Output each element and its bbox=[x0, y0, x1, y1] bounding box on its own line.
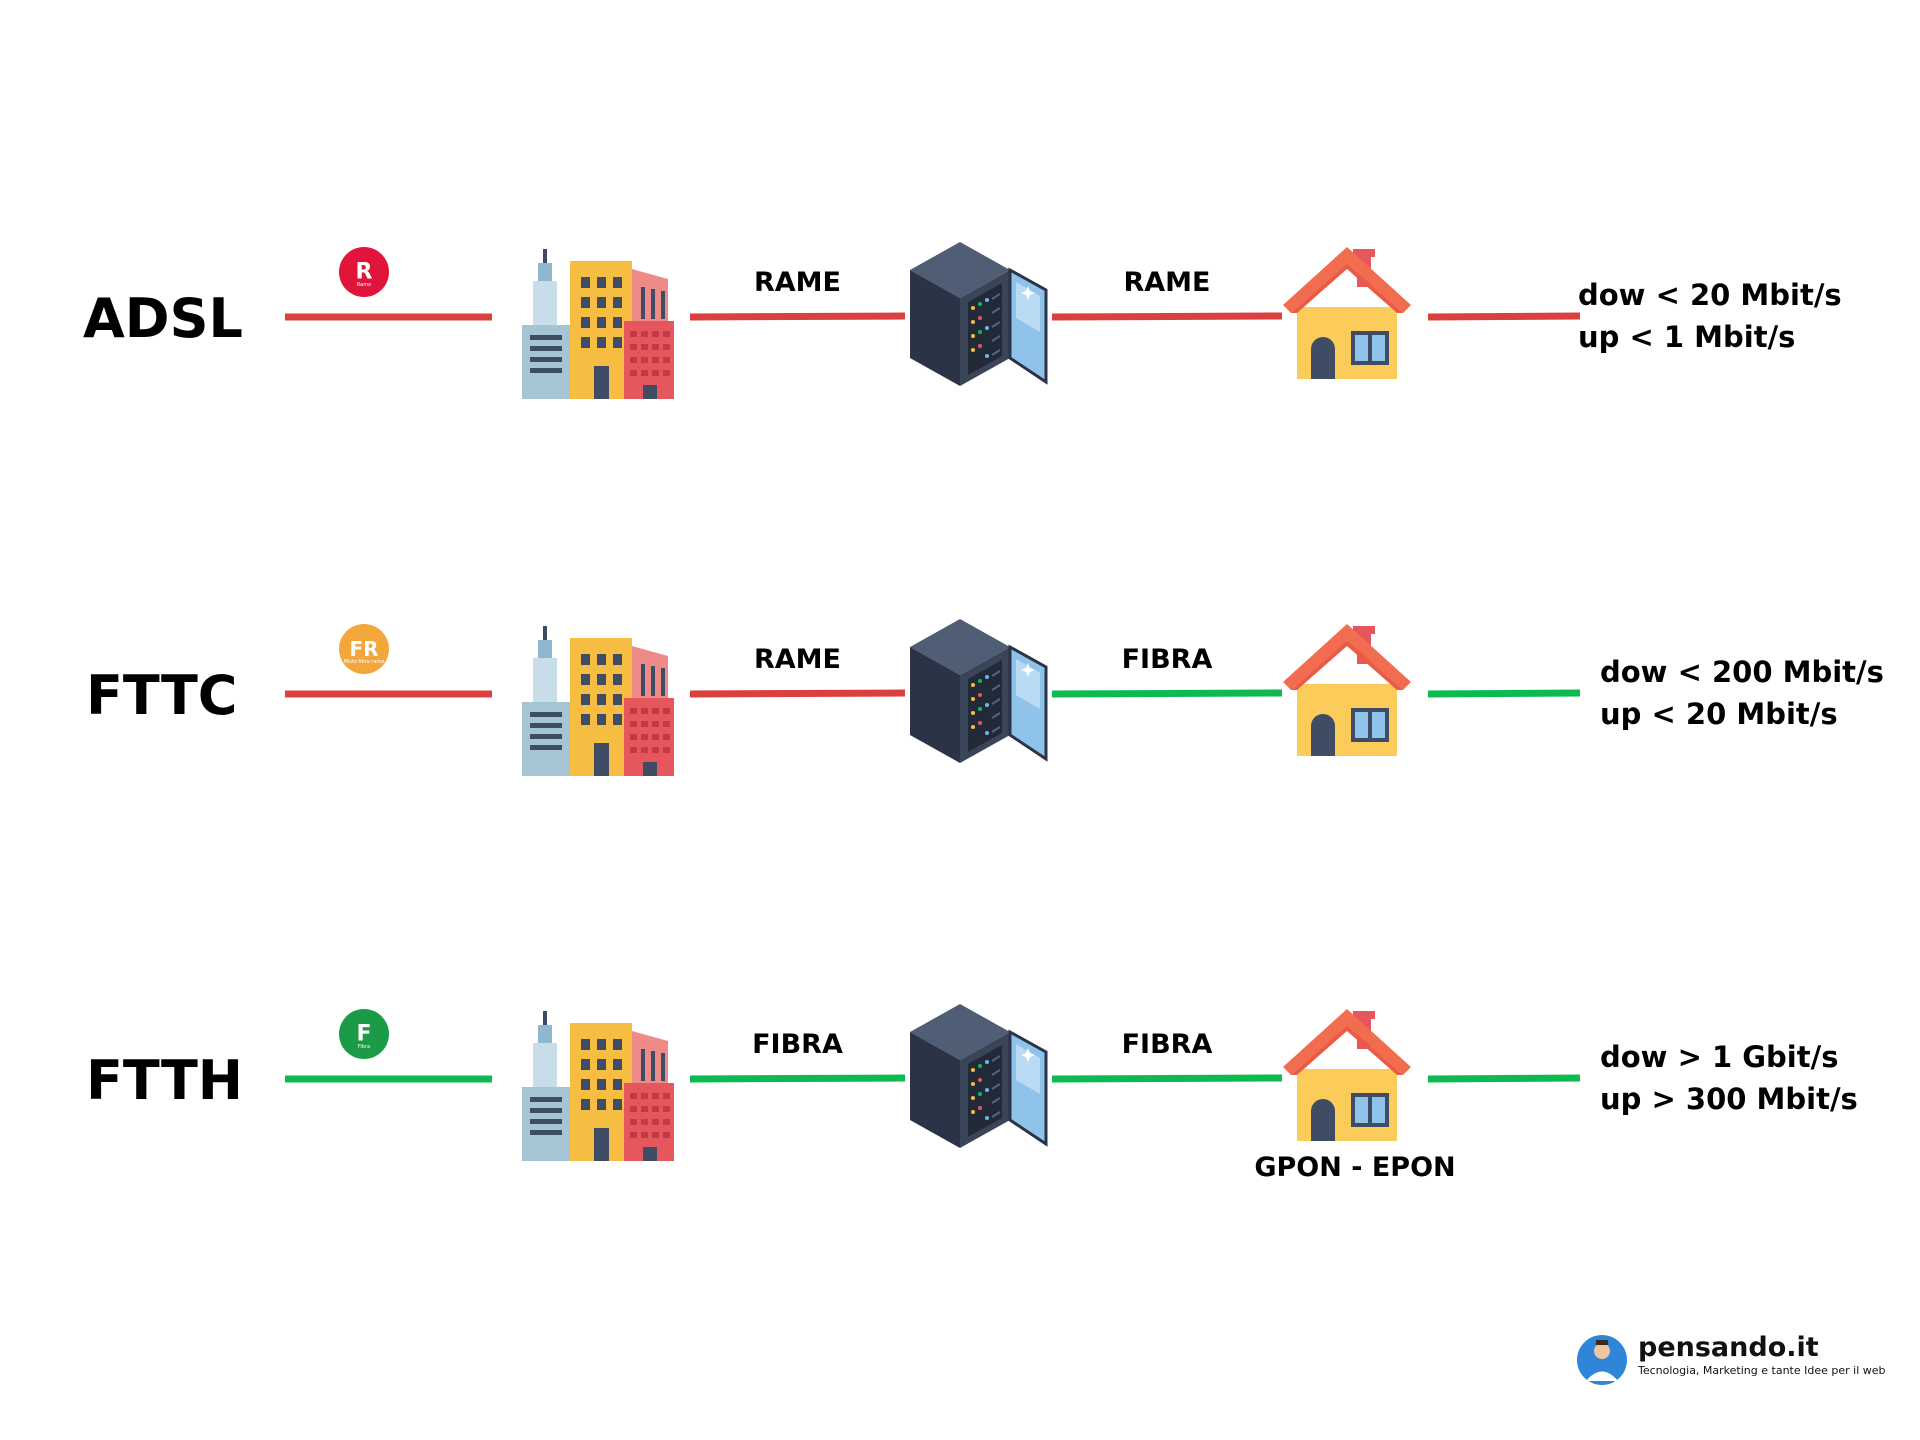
server-rack-icon bbox=[908, 240, 1048, 388]
badge-caption: Fibra bbox=[358, 1044, 370, 1050]
upload-speed: up > 300 Mbit/s bbox=[1600, 1082, 1858, 1116]
brand-tagline: Tecnologia, Marketing e tante Idee per i… bbox=[1637, 1364, 1886, 1377]
segment-label: FIBRA bbox=[752, 1029, 843, 1060]
fibra-link bbox=[1051, 689, 1283, 698]
house-icon bbox=[1283, 1009, 1411, 1141]
badge-letter: R bbox=[356, 260, 373, 285]
avatar bbox=[1577, 1335, 1627, 1385]
row-title: FTTC bbox=[86, 664, 237, 727]
fibra-link bbox=[1051, 1074, 1283, 1083]
rame-link bbox=[689, 312, 906, 321]
rame-link bbox=[1051, 312, 1283, 321]
segment-label: RAME bbox=[754, 267, 841, 298]
upload-speed: up < 20 Mbit/s bbox=[1600, 697, 1838, 731]
rame-link bbox=[1427, 312, 1581, 321]
rame-link bbox=[689, 689, 906, 698]
brand-name: pensando.it bbox=[1638, 1332, 1819, 1363]
download-speed: dow < 20 Mbit/s bbox=[1578, 278, 1842, 312]
fibra-link bbox=[689, 1074, 906, 1083]
buildings-icon bbox=[522, 626, 674, 776]
row-title: ADSL bbox=[83, 287, 243, 350]
buildings-icon bbox=[522, 249, 674, 399]
house-icon bbox=[1283, 247, 1411, 379]
buildings-icon bbox=[522, 1011, 674, 1161]
fibra-link bbox=[1427, 689, 1581, 698]
badge-caption: Misto fibra rame bbox=[343, 659, 384, 665]
download-speed: dow > 1 Gbit/s bbox=[1600, 1040, 1838, 1074]
badge-caption: Rame bbox=[357, 282, 371, 288]
segment-label: RAME bbox=[1124, 267, 1211, 298]
download-speed: dow < 200 Mbit/s bbox=[1600, 655, 1884, 689]
badge-letter: FR bbox=[349, 637, 378, 661]
segment-label: FIBRA bbox=[1122, 644, 1213, 675]
segment-label: RAME bbox=[754, 644, 841, 675]
badge-letter: F bbox=[356, 1022, 371, 1047]
house-label: GPON - EPON bbox=[1254, 1152, 1455, 1183]
house-icon bbox=[1283, 624, 1411, 756]
brand-footer[interactable]: pensando.it Tecnologia, Marketing e tant… bbox=[1577, 1332, 1886, 1385]
row-title: FTTH bbox=[86, 1049, 243, 1112]
server-rack-icon bbox=[908, 1002, 1048, 1150]
upload-speed: up < 1 Mbit/s bbox=[1578, 320, 1795, 354]
server-rack-icon bbox=[908, 617, 1048, 765]
segment-label: FIBRA bbox=[1122, 1029, 1213, 1060]
fibra-link bbox=[1427, 1074, 1581, 1083]
